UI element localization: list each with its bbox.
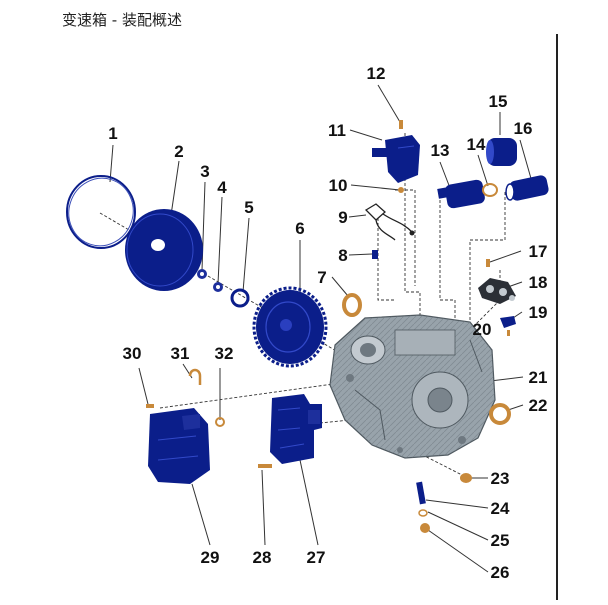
- callout-16: 16: [514, 119, 533, 138]
- callout-10: 10: [329, 176, 348, 195]
- part-6-clutch-assembly: [252, 286, 328, 368]
- part-21-gearbox-housing: [329, 314, 496, 459]
- part-20-pin: [507, 330, 510, 336]
- callout-3: 3: [200, 162, 209, 181]
- callout-23: 23: [491, 469, 510, 488]
- part-22-seal-ring: [489, 403, 511, 425]
- callout-22: 22: [529, 396, 548, 415]
- part-1-snap-ring: [66, 175, 136, 249]
- callout-14: 14: [467, 135, 486, 154]
- part-13-filter: [437, 179, 485, 209]
- callout-31: 31: [171, 344, 190, 363]
- callout-4: 4: [217, 178, 227, 197]
- part-7-seal: [342, 293, 362, 317]
- callout-7: 7: [317, 268, 326, 287]
- callout-9: 9: [338, 208, 347, 227]
- part-24-rod: [416, 481, 426, 505]
- part-17-screw: [486, 259, 490, 267]
- callout-18: 18: [529, 273, 548, 292]
- callout-2: 2: [174, 142, 183, 161]
- callout-29: 29: [201, 548, 220, 567]
- callout-24: 24: [491, 499, 510, 518]
- part-5-o-ring: [230, 288, 250, 308]
- part-25-washer: [418, 509, 428, 517]
- part-12-bolt: [399, 120, 403, 129]
- callout-21: 21: [529, 368, 548, 387]
- part-27-valve-body: [270, 394, 322, 464]
- callout-19: 19: [529, 303, 548, 322]
- part-2-cover-disc: [125, 209, 203, 291]
- callout-8: 8: [338, 246, 347, 265]
- part-15-filter-housing: [486, 138, 517, 166]
- callout-numbers: 1 2 3 4 5 6 7 8 9 10 11 12 13 14 15 16 1…: [108, 64, 547, 582]
- callout-32: 32: [215, 344, 234, 363]
- part-11-control-unit: [372, 135, 420, 183]
- part-23-drain-plug: [460, 473, 472, 483]
- part-4-washer: [213, 282, 223, 292]
- part-28-bolt: [258, 464, 272, 468]
- part-16-cover-cylinder: [505, 175, 549, 201]
- leader-lines: [109, 84, 533, 573]
- part-26-nut: [420, 523, 430, 533]
- callout-12: 12: [367, 64, 386, 83]
- callout-17: 17: [529, 242, 548, 261]
- callout-25: 25: [491, 531, 510, 550]
- callout-15: 15: [489, 92, 508, 111]
- part-18-connector-module: [478, 278, 516, 304]
- callout-1: 1: [108, 124, 117, 143]
- callout-11: 11: [328, 121, 346, 140]
- callout-13: 13: [431, 141, 450, 160]
- page-title: 变速箱 - 装配概述: [62, 11, 182, 29]
- callout-6: 6: [295, 219, 304, 238]
- part-3-washer: [197, 269, 207, 279]
- part-32-seal: [215, 417, 225, 427]
- part-29-oil-cooler: [148, 408, 210, 484]
- callout-5: 5: [244, 198, 253, 217]
- callout-30: 30: [123, 344, 142, 363]
- part-31-hose-clamp: [188, 368, 202, 385]
- part-9-wiring-harness: [364, 203, 415, 241]
- callout-26: 26: [491, 563, 510, 582]
- part-19-bracket: [500, 316, 516, 328]
- part-14-o-ring: [482, 183, 498, 197]
- part-8-sensor: [372, 250, 378, 259]
- callout-20: 20: [473, 320, 492, 339]
- page-divider: [556, 34, 558, 600]
- callout-27: 27: [307, 548, 326, 567]
- callout-28: 28: [253, 548, 272, 567]
- part-10-plug: [398, 187, 404, 193]
- part-30-screw: [146, 404, 154, 408]
